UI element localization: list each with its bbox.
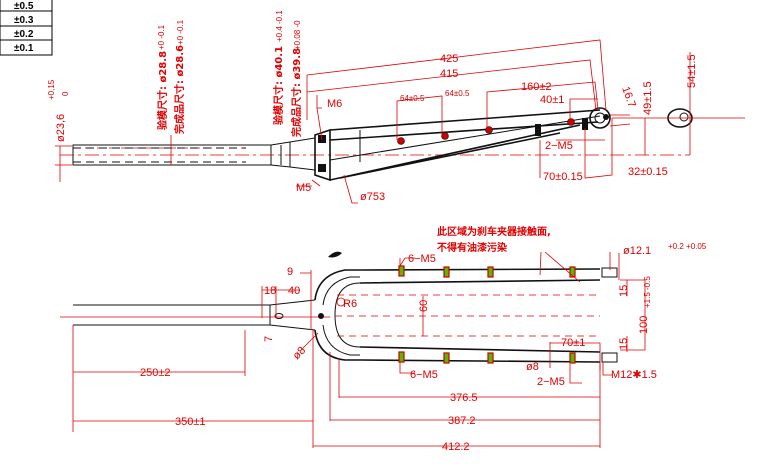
dim-40: 40	[288, 285, 300, 297]
dim-9: 9	[287, 266, 293, 278]
brake-surface-note-line1: 此区域为刹车夹器接触面,	[437, 225, 551, 238]
radius-r6: R6	[343, 298, 357, 310]
length-412-2: 412.2	[442, 441, 470, 453]
top-view: ø23,6 +0,15 0 验模尺寸: ø28.8 +0 -0.1 完成品尺寸:…	[47, 10, 745, 204]
phi8-left: ø8	[291, 345, 309, 363]
dim-16-7: 16.7	[619, 85, 638, 109]
dim-54: 54±1.5	[686, 54, 698, 88]
length-350: 350±1	[175, 416, 206, 428]
mold-size-2: 验模尺寸: ø40.1	[272, 46, 285, 125]
length-32: 32±0.15	[628, 166, 668, 178]
tolerance-table: ±0.5 ±0.3 ±0.2 ±0.1	[0, 0, 53, 56]
length-250: 250±2	[140, 367, 171, 379]
dim-70: 70±1	[561, 337, 585, 349]
m6-thread-label: M6	[327, 98, 342, 110]
mold-size-2-tol: +0.4 -0.1	[275, 10, 284, 42]
radius-label: ø753	[360, 191, 385, 203]
two-m5-label: 2−M5	[545, 140, 573, 152]
six-m5-bottom: 6−M5	[410, 369, 438, 381]
length-376-5: 376.5	[450, 392, 478, 404]
axle-thread: M12✱1.5	[611, 369, 657, 381]
two-m5-bottom: 2−M5	[537, 376, 565, 388]
brake-surface-note-line2: 不得有油漆污染	[437, 241, 508, 254]
mold-size-1-tol: +0 -0.1	[157, 24, 166, 50]
steerer-tol-upper: +0,15	[47, 79, 56, 100]
dim-49: 49±1.5	[642, 81, 654, 115]
finished-size-1-tol: +0 -0.1	[176, 19, 185, 45]
phi8-right: ø8	[526, 361, 539, 373]
dim-15-top: 15	[618, 285, 630, 297]
dim-100-tol: +1.5 -0.5	[643, 276, 652, 308]
tolerance-row: ±0.1	[14, 43, 34, 54]
length-387-2: 387.2	[448, 415, 476, 427]
mold-size-1: 验模尺寸: ø28.8	[156, 51, 169, 130]
length-160: 160±2	[521, 81, 552, 93]
m5-thread-label: M5	[296, 182, 311, 194]
dim-7: 7	[263, 336, 275, 342]
tolerance-row: ±0.5	[14, 1, 34, 12]
dim-60: 60	[418, 300, 430, 312]
finished-size-2: 完成品尺寸: ø39.8	[290, 48, 303, 137]
steerer-diameter-label: ø23,6	[55, 114, 67, 142]
length-64-a: 64±0.5	[400, 94, 425, 103]
tolerance-row: ±0.2	[14, 29, 34, 40]
dim-18: 18	[264, 285, 276, 297]
steerer-tol-lower: 0	[61, 91, 70, 96]
dim-100: 100	[638, 316, 650, 334]
dropout-tol: +0.2 +0.05	[668, 242, 707, 251]
length-40: 40±1	[540, 94, 564, 106]
dim-15-bottom: 15	[618, 338, 630, 350]
dropout-diameter: ø12.1	[623, 245, 651, 257]
six-m5-top: 6−M5	[408, 253, 436, 265]
tolerance-row: ±0.3	[14, 15, 34, 26]
length-70: 70±0.15	[543, 171, 583, 183]
finished-size-2-tol: +0.08 -0	[293, 20, 302, 50]
length-64-b: 64±0.5	[445, 89, 470, 98]
finished-size-1: 完成品尺寸: ø28.6	[173, 45, 186, 134]
bottom-view: 60 R6 此区域为刹车夹器接触面, 不得有油漆污染 6−M5 6−M5 ø12…	[60, 225, 707, 453]
length-415: 415	[440, 68, 458, 80]
length-425: 425	[440, 53, 458, 65]
